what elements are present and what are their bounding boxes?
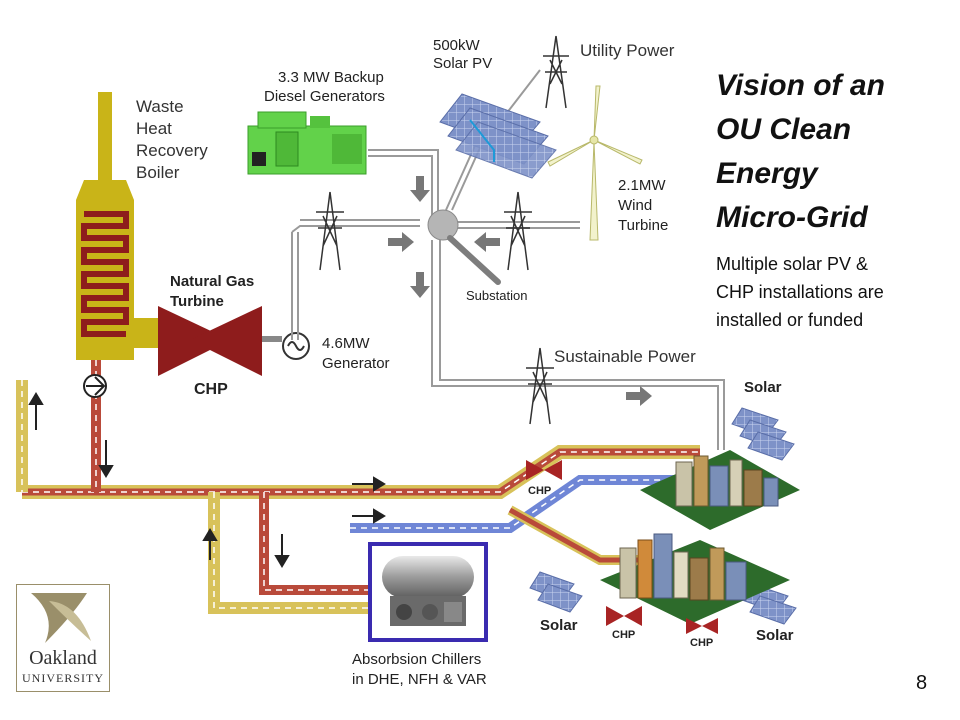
diesel-label-line2: Diesel Generators [264, 88, 385, 105]
wind-label-line1: 2.1MW [618, 177, 666, 194]
slide-subtitle-line3: installed or funded [716, 310, 864, 330]
page-number: 8 [916, 672, 928, 694]
diesel-generators [247, 111, 367, 175]
solar-campus-top [731, 407, 795, 461]
chp-unit-bottom-left [606, 606, 642, 626]
slide-subtitle-line1: Multiple solar PV & [716, 254, 869, 274]
gas-turbine-label-line1: Natural Gas [170, 273, 254, 290]
transmission-towers [316, 35, 569, 425]
solar-pv-main [439, 93, 557, 179]
utility-power-label: Utility Power [580, 41, 675, 60]
tower-utility [543, 35, 569, 109]
absorption-chiller [368, 542, 488, 642]
solar-label-top: Solar [744, 379, 782, 396]
solar-campus-left [529, 571, 583, 613]
slide-subtitle-line2: CHP installations are [716, 282, 884, 302]
slide-title: Vision of an OU Clean Energy Micro-Grid [716, 64, 952, 240]
generator-label-line2: Generator [322, 355, 390, 372]
sustainable-power-label: Sustainable Power [554, 347, 696, 366]
solar-pv-label-line1: 500kW [433, 37, 481, 54]
slide-title-block: Vision of an OU Clean Energy Micro-Grid … [716, 64, 952, 334]
gas-turbine-label: Natural Gas Turbine [170, 273, 254, 310]
slide-title-line4: Micro-Grid [716, 201, 868, 234]
diesel-label-line1: 3.3 MW Backup [278, 69, 384, 86]
power-lines [291, 69, 725, 450]
chp-label-bottom-left: CHP [612, 629, 635, 641]
tower-sustainable [526, 347, 554, 425]
chp-main-label: CHP [194, 381, 228, 398]
logo-word-university: UNIVERSITY [22, 671, 104, 685]
solar-pv-label: 500kW Solar PV [433, 37, 492, 72]
chillers-label-line1: Absorbsion Chillers [352, 651, 481, 668]
slide-title-line1: Vision of an [716, 69, 885, 102]
wind-label-line2: Wind [618, 197, 652, 214]
substation [388, 176, 652, 406]
boiler-label-line1: Waste [136, 97, 184, 116]
tower-right [504, 191, 532, 271]
boiler-label-line2: Heat [136, 119, 172, 138]
natural-gas-turbine-chp [158, 306, 310, 376]
boiler-label-line3: Recovery [136, 141, 208, 160]
solar-label-right: Solar [756, 627, 794, 644]
boiler-label: Waste Heat Recovery Boiler [136, 97, 208, 182]
chp-unit-bottom-right [686, 618, 718, 634]
solar-label-left: Solar [540, 617, 578, 634]
slide-title-line3: Energy [716, 157, 818, 190]
wind-label: 2.1MW Wind Turbine [618, 177, 668, 234]
wind-label-line3: Turbine [618, 217, 668, 234]
boiler-label-line4: Boiler [136, 163, 180, 182]
generator-label: 4.6MW Generator [322, 335, 390, 372]
chp-unit-top [526, 460, 562, 480]
chp-label-top: CHP [528, 485, 551, 497]
substation-label: Substation [466, 288, 527, 303]
chp-label-bottom-right: CHP [690, 637, 713, 649]
campus-buildings-lower [600, 533, 790, 624]
gas-turbine-label-line2: Turbine [170, 293, 224, 310]
wind-turbine [547, 85, 643, 241]
slide-subtitle: Multiple solar PV & CHP installations ar… [716, 250, 952, 334]
oak-leaf-emblem-icon [31, 593, 91, 643]
chillers-label-line2: in DHE, NFH & VAR [352, 671, 487, 688]
chillers-label: Absorbsion Chillers in DHE, NFH & VAR [352, 651, 487, 688]
campus-buildings-upper [640, 450, 800, 530]
solar-pv-label-line2: Solar PV [433, 55, 492, 72]
oakland-university-logo: Oakland UNIVERSITY [16, 584, 110, 692]
diesel-label: 3.3 MW Backup Diesel Generators [264, 69, 385, 105]
tower-left [316, 191, 344, 271]
slide-title-line2: OU Clean [716, 113, 852, 146]
generator-label-line1: 4.6MW [322, 335, 370, 352]
logo-word-oakland: Oakland [29, 647, 97, 669]
flow-arrows [28, 392, 386, 568]
